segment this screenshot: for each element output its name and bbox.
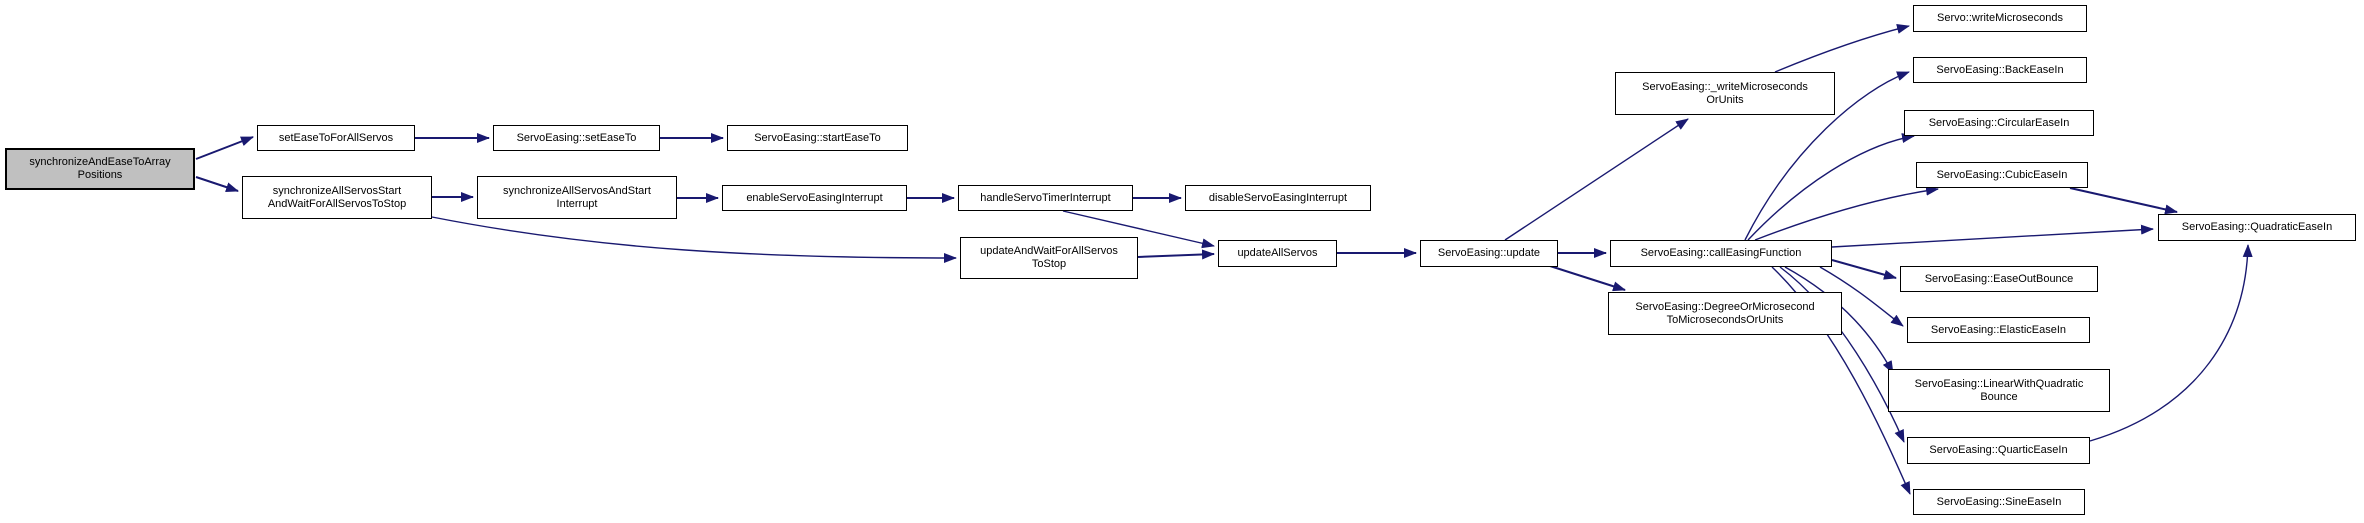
edge-callEF-to-quartic bbox=[1779, 266, 1905, 443]
node-label: ServoEasing::CubicEaseIn bbox=[1936, 168, 2068, 181]
node-label: Positions bbox=[77, 169, 123, 181]
node-easeOutBounce[interactable]: ServoEasing::EaseOutBounce bbox=[1900, 266, 2098, 292]
node-label: ToStop bbox=[1031, 258, 1067, 270]
node-label: updateAndWaitForAllServos bbox=[980, 245, 1118, 257]
node-label: ServoEasing::QuadraticEaseIn bbox=[2181, 221, 2333, 233]
node-label: AndWaitForAllServosToStop bbox=[267, 197, 407, 210]
node-label: ServoEasing::update bbox=[1437, 247, 1541, 259]
edge-quartic-to-quadratic bbox=[2089, 244, 2253, 442]
node-quadratic[interactable]: ServoEasing::QuadraticEaseIn bbox=[2158, 214, 2356, 241]
node-label: ServoEasing::QuarticEaseIn bbox=[1929, 444, 2068, 456]
node-label: ServoEasing::BackEaseIn bbox=[1936, 63, 2064, 76]
node-update[interactable]: ServoEasing::update bbox=[1420, 240, 1558, 267]
edge-callEF-to-quadratic bbox=[1831, 224, 2154, 248]
node-handleTimer[interactable]: handleServoTimerInterrupt bbox=[958, 185, 1133, 211]
edge-callEF-to-back bbox=[1744, 71, 1910, 241]
node-label: ServoEasing::startEaseTo bbox=[754, 131, 881, 144]
edge-writeUs-to-servoWrite bbox=[1774, 24, 1910, 73]
node-cubic[interactable]: ServoEasing::CubicEaseIn bbox=[1916, 162, 2088, 188]
node-label: setEaseToForAllServos bbox=[278, 131, 394, 144]
node-startEaseTo[interactable]: ServoEasing::startEaseTo bbox=[727, 125, 908, 151]
edge-callEF-to-elastic bbox=[1819, 266, 1904, 327]
edge-callEF-to-linearQuad bbox=[1784, 266, 1894, 374]
node-callEF[interactable]: ServoEasing::callEasingFunction bbox=[1610, 240, 1832, 267]
node-label: ServoEasing::ElasticEaseIn bbox=[1930, 323, 2067, 336]
node-setEaseToForAllServos[interactable]: setEaseToForAllServos bbox=[257, 125, 415, 151]
edge-callEF-to-circular bbox=[1747, 133, 1915, 241]
edge-updateAndWait-to-updateAllServos bbox=[1137, 249, 1215, 260]
node-label: ServoEasing::_writeMicroseconds bbox=[1642, 80, 1808, 93]
edge-root-to-syncStart bbox=[195, 176, 239, 192]
node-label: handleServoTimerInterrupt bbox=[980, 191, 1111, 204]
node-label: disableServoEasingInterrupt bbox=[1208, 191, 1348, 204]
node-disableInterrupt[interactable]: disableServoEasingInterrupt bbox=[1185, 185, 1371, 211]
edge-handleTimer-to-updateAllServos bbox=[1062, 210, 1215, 249]
edge-update-to-writeUs bbox=[1504, 118, 1689, 241]
node-label: Servo::writeMicroseconds bbox=[1937, 12, 2063, 24]
node-sine[interactable]: ServoEasing::SineEaseIn bbox=[1913, 489, 2085, 515]
node-elastic[interactable]: ServoEasing::ElasticEaseIn bbox=[1907, 317, 2090, 343]
node-label: synchronizeAllServosAndStart bbox=[503, 184, 651, 197]
node-circular[interactable]: ServoEasing::CircularEaseIn bbox=[1904, 110, 2094, 136]
node-label: OrUnits bbox=[1706, 93, 1744, 106]
node-label: ServoEasing::LinearWithQuadratic bbox=[1914, 377, 2084, 390]
node-updateAllServos[interactable]: updateAllServos bbox=[1218, 240, 1337, 267]
node-back[interactable]: ServoEasing::BackEaseIn bbox=[1913, 57, 2087, 83]
node-label: ServoEasing::SineEaseIn bbox=[1936, 495, 2062, 508]
edge-cubic-to-quadratic bbox=[2069, 187, 2178, 215]
node-label: ServoEasing::setEaseTo bbox=[516, 131, 637, 144]
edge-root-to-setEaseToForAllServos bbox=[195, 136, 254, 160]
node-setEaseTo[interactable]: ServoEasing::setEaseTo bbox=[493, 125, 660, 151]
edge-callEF-to-cubic bbox=[1754, 185, 1939, 241]
node-label: enableServoEasingInterrupt bbox=[746, 191, 883, 204]
node-quartic[interactable]: ServoEasing::QuarticEaseIn bbox=[1907, 437, 2090, 464]
node-label: updateAllServos bbox=[1237, 247, 1318, 259]
node-label: ServoEasing::callEasingFunction bbox=[1640, 247, 1802, 259]
node-label: synchronizeAllServosStart bbox=[272, 184, 402, 197]
node-label: ServoEasing::EaseOutBounce bbox=[1924, 272, 2074, 285]
node-label: Bounce bbox=[1980, 390, 2018, 403]
node-label: Interrupt bbox=[556, 197, 598, 210]
node-label: ServoEasing::DegreeOrMicrosecond bbox=[1635, 300, 1815, 313]
node-label: synchronizeAndEaseToArray bbox=[29, 156, 171, 168]
node-servoWrite[interactable]: Servo::writeMicroseconds bbox=[1913, 5, 2087, 32]
node-label: ServoEasing::CircularEaseIn bbox=[1928, 116, 2070, 129]
edge-syncStart-to-updateAndWait bbox=[431, 216, 957, 263]
node-label: ToMicrosecondsOrUnits bbox=[1666, 313, 1784, 326]
node-enableInterrupt[interactable]: enableServoEasingInterrupt bbox=[722, 185, 907, 211]
edge-update-to-degree bbox=[1549, 265, 1626, 292]
edge-callEF-to-easeOutBounce bbox=[1831, 259, 1897, 280]
